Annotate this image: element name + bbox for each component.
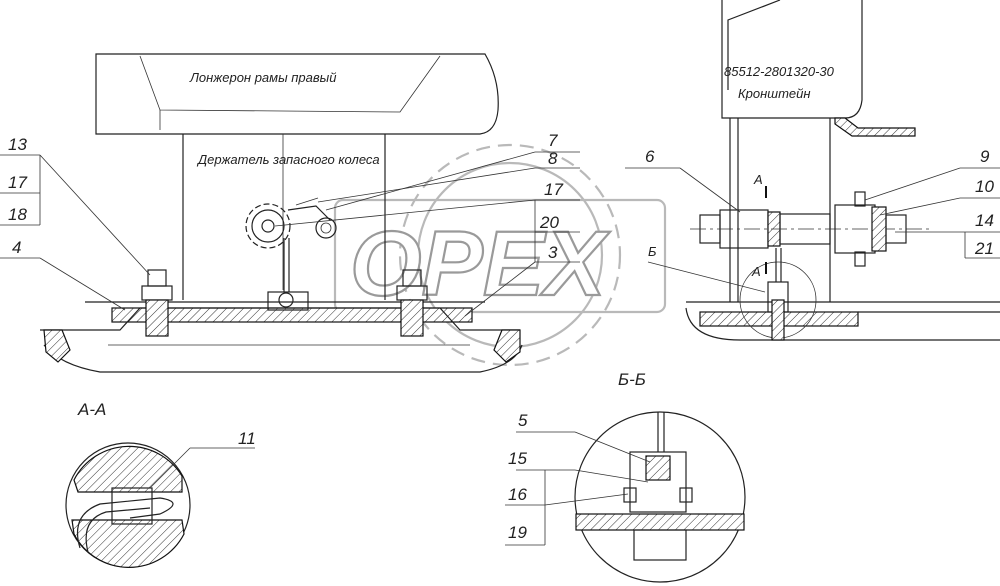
mark-b: Б: [648, 244, 657, 259]
mark-a-top: А: [753, 172, 763, 187]
callout-10: 10: [975, 177, 994, 196]
spar-label: Лонжерон рамы правый: [189, 70, 336, 85]
callout-17-left: 17: [8, 173, 27, 192]
callout-labels-right: 6 9 10 14 21: [645, 147, 994, 258]
callout-15: 15: [508, 449, 527, 468]
bracket-view: 85512-2801320-30 Кронштейн А А Б: [647, 0, 1000, 341]
callout-leaders-left: [0, 151, 580, 317]
callout-7: 7: [548, 131, 558, 150]
section-b-b: Б-Б 5 15 16 19: [505, 370, 746, 583]
callout-17-right: 17: [544, 180, 563, 199]
mark-a-bottom: А: [751, 264, 761, 279]
callout-6: 6: [645, 147, 655, 166]
section-bb-title: Б-Б: [618, 370, 646, 389]
bracket-label: Кронштейн: [738, 86, 811, 101]
holder-label: Держатель запасного колеса: [196, 152, 380, 167]
bracket-code: 85512-2801320-30: [724, 64, 835, 79]
callout-11: 11: [238, 429, 256, 448]
spare-wheel-holder: Держатель запасного колеса: [40, 134, 523, 373]
section-aa-title: А-А: [77, 400, 106, 419]
watermark-text: OPEX: [350, 213, 610, 315]
frame-spar: Лонжерон рамы правый: [95, 53, 499, 135]
callout-8: 8: [548, 149, 558, 168]
callout-16: 16: [508, 485, 527, 504]
callout-19: 19: [508, 523, 527, 542]
callout-13: 13: [8, 135, 27, 154]
callout-20: 20: [539, 213, 559, 232]
callout-9: 9: [980, 147, 990, 166]
callout-leaders-right: [625, 167, 1000, 259]
callout-labels-left: 13 17 18 4 7 8 17 20 3: [8, 131, 563, 262]
callout-3: 3: [548, 243, 558, 262]
callout-14: 14: [975, 211, 994, 230]
callout-5: 5: [518, 411, 528, 430]
callout-18: 18: [8, 205, 27, 224]
watermark-logo: OPEX: [333, 143, 667, 367]
callout-4: 4: [12, 238, 21, 257]
callout-21: 21: [974, 239, 994, 258]
section-a-a: А-А 11: [65, 400, 256, 568]
